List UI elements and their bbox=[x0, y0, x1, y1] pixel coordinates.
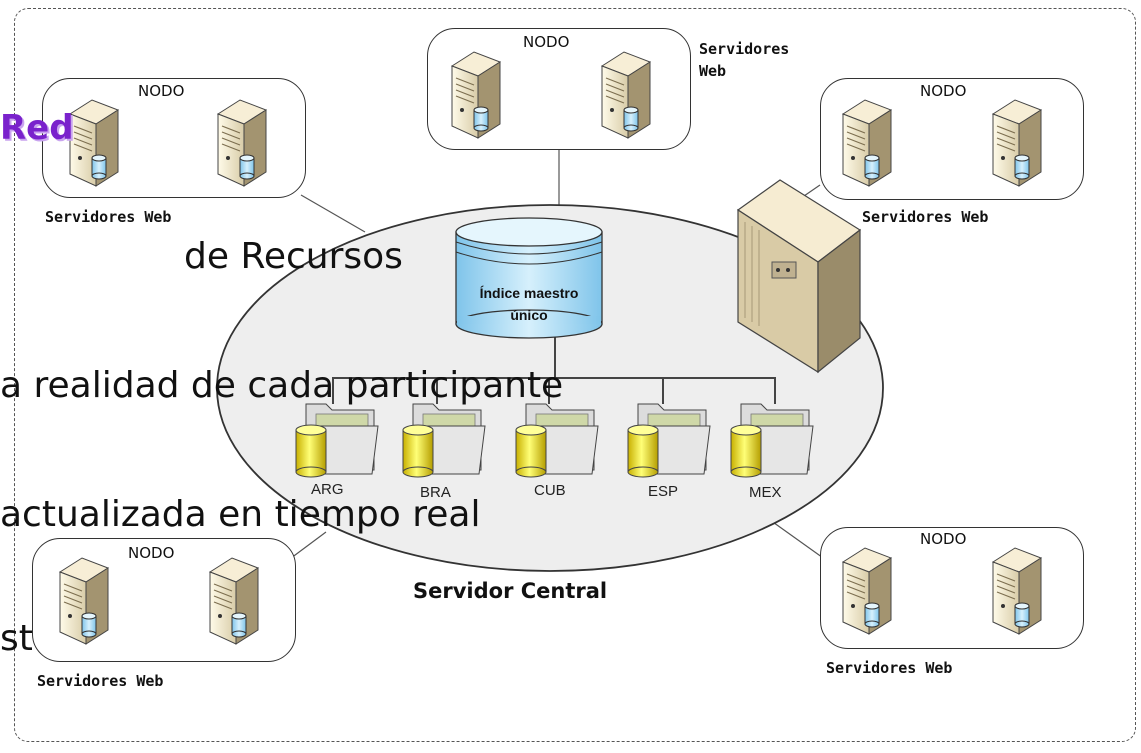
folder-database-icon bbox=[402, 403, 486, 478]
diagram-frame bbox=[14, 8, 1136, 742]
link-top-left bbox=[300, 194, 366, 233]
country-label-bra: BRA bbox=[420, 484, 451, 501]
country-label-esp: ESP bbox=[648, 483, 679, 500]
country-label-mex: MEX bbox=[749, 484, 782, 501]
caption-top-center: Servidores Web bbox=[699, 40, 790, 80]
master-index-label: Índice maestro único bbox=[466, 282, 592, 326]
caption-bottom-left: Servidores Web bbox=[37, 672, 164, 690]
master-index-label-line1: Índice maestro bbox=[479, 285, 579, 301]
country-label-arg: ARG bbox=[311, 481, 344, 498]
folder-database-icon bbox=[730, 403, 814, 478]
caption-top-left: Servidores Web bbox=[45, 208, 172, 226]
server-icon bbox=[450, 51, 502, 139]
server-icon bbox=[58, 557, 110, 645]
folder-database-icon bbox=[295, 403, 379, 478]
master-index-database bbox=[455, 217, 603, 339]
slide-title-fragment: Red bbox=[0, 108, 74, 148]
link-bottom-right bbox=[769, 519, 827, 561]
slide-line-3: actualizada en tiempo real bbox=[0, 494, 481, 535]
server-icon bbox=[600, 51, 652, 139]
node-label-top-center: NODO bbox=[523, 33, 570, 51]
server-icon bbox=[991, 547, 1043, 635]
central-server-label: Servidor Central bbox=[413, 579, 608, 603]
server-icon bbox=[841, 99, 893, 187]
slide-line-2: a realidad de cada participante bbox=[0, 365, 564, 406]
master-index-label-line2: único bbox=[510, 307, 548, 323]
server-icon bbox=[68, 99, 120, 187]
server-icon bbox=[841, 547, 893, 635]
server-icon bbox=[216, 99, 268, 187]
folder-database-icon bbox=[515, 403, 599, 478]
node-label-bottom-left: NODO bbox=[128, 544, 175, 562]
server-icon bbox=[208, 557, 260, 645]
country-label-cub: CUB bbox=[534, 482, 566, 499]
index-tree-lines bbox=[332, 336, 776, 404]
node-label-top-left: NODO bbox=[138, 82, 185, 100]
caption-bottom-right: Servidores Web bbox=[826, 659, 953, 677]
server-icon bbox=[991, 99, 1043, 187]
node-label-bottom-right: NODO bbox=[920, 530, 967, 548]
caption-top-right: Servidores Web bbox=[862, 208, 989, 226]
slide-line-1: de Recursos bbox=[184, 236, 403, 277]
server-cabinet-icon bbox=[736, 179, 862, 374]
folder-database-icon bbox=[627, 403, 711, 478]
node-label-top-right: NODO bbox=[920, 82, 967, 100]
